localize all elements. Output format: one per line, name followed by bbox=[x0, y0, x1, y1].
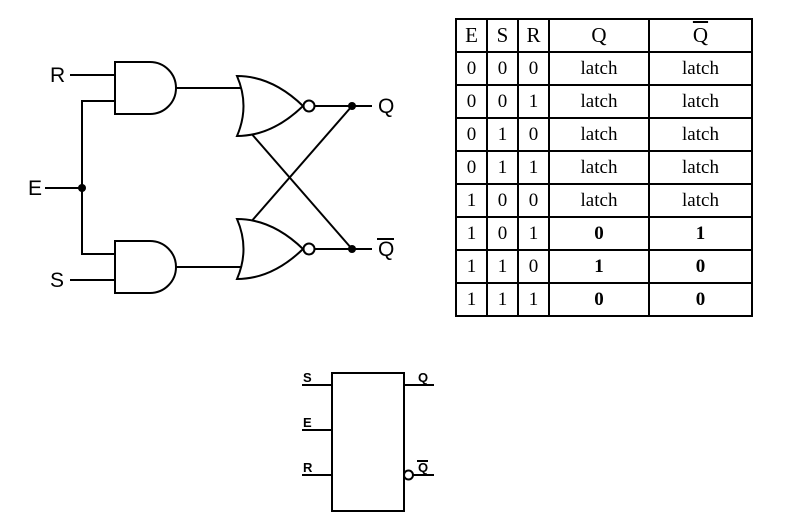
cell-r: 0 bbox=[517, 51, 550, 86]
junction-dots bbox=[78, 102, 356, 253]
cell-qbar: 0 bbox=[648, 249, 753, 284]
block-qbar-bubble bbox=[403, 469, 414, 481]
circuit-diagram: R E S Q Q bbox=[28, 61, 394, 294]
cell-s: 1 bbox=[486, 249, 519, 284]
cell-q: latch bbox=[548, 117, 650, 152]
table-row: 0 0 0 latch latch bbox=[455, 51, 753, 86]
col-header-q: Q bbox=[548, 18, 650, 53]
cell-s: 1 bbox=[486, 282, 519, 317]
wire-feedback-q bbox=[242, 105, 353, 232]
block-label-s: S bbox=[303, 370, 312, 385]
col-header-r: R bbox=[517, 18, 550, 53]
cell-qbar: latch bbox=[648, 51, 753, 86]
cell-s: 1 bbox=[486, 150, 519, 185]
label-e: E bbox=[28, 177, 42, 200]
table-row: 1 0 1 0 1 bbox=[455, 216, 753, 251]
cell-r: 1 bbox=[517, 216, 550, 251]
cell-e: 1 bbox=[455, 249, 488, 284]
cell-e: 0 bbox=[455, 51, 488, 86]
junction-dot-q bbox=[348, 102, 356, 110]
label-r: R bbox=[50, 64, 65, 87]
cell-qbar: latch bbox=[648, 117, 753, 152]
cell-r: 0 bbox=[517, 183, 550, 218]
cell-e: 1 bbox=[455, 282, 488, 317]
block-body bbox=[331, 372, 405, 512]
cell-e: 1 bbox=[455, 216, 488, 251]
cell-e: 1 bbox=[455, 183, 488, 218]
table-row: 0 1 0 latch latch bbox=[455, 117, 753, 152]
nor-gate-top-bubble bbox=[302, 99, 316, 113]
label-q: Q bbox=[378, 95, 394, 118]
junction-dot-e bbox=[78, 184, 86, 192]
block-label-qbar: Q bbox=[418, 460, 428, 475]
cell-r: 1 bbox=[517, 84, 550, 119]
truth-table: E S R Q Q 0 0 0 latch latch 0 0 1 latch … bbox=[455, 18, 753, 317]
label-qbar: Q bbox=[378, 238, 394, 261]
cell-e: 0 bbox=[455, 150, 488, 185]
block-label-r: R bbox=[303, 460, 313, 475]
wire-e-branch-down bbox=[81, 188, 115, 255]
cell-r: 0 bbox=[517, 249, 550, 284]
cell-q: latch bbox=[548, 84, 650, 119]
cell-qbar: latch bbox=[648, 150, 753, 185]
qbar-overline-text: Q bbox=[692, 23, 709, 47]
cell-s: 0 bbox=[486, 216, 519, 251]
cell-r: 1 bbox=[517, 150, 550, 185]
cell-e: 0 bbox=[455, 117, 488, 152]
block-symbol: S E R Q Q bbox=[302, 370, 434, 512]
block-labels: S E R Q Q bbox=[303, 370, 428, 475]
block-wires bbox=[302, 384, 434, 476]
and-gate-bottom bbox=[114, 240, 177, 294]
nor-gate-bottom-bubble bbox=[302, 242, 316, 256]
and-gate-top bbox=[114, 61, 177, 115]
cell-qbar: 0 bbox=[648, 282, 753, 317]
circuit-wires bbox=[45, 74, 372, 281]
cell-q: 0 bbox=[548, 216, 650, 251]
cell-qbar: latch bbox=[648, 84, 753, 119]
cell-q: latch bbox=[548, 150, 650, 185]
circuit-gates bbox=[114, 61, 316, 294]
col-header-qbar: Q bbox=[648, 18, 753, 53]
col-header-s: S bbox=[486, 18, 519, 53]
cell-e: 0 bbox=[455, 84, 488, 119]
cell-q: 0 bbox=[548, 282, 650, 317]
nor-gate-bottom bbox=[235, 217, 305, 281]
table-header-row: E S R Q Q bbox=[455, 18, 753, 53]
table-row: 0 1 1 latch latch bbox=[455, 150, 753, 185]
cell-s: 1 bbox=[486, 117, 519, 152]
block-label-q: Q bbox=[418, 370, 428, 385]
cell-qbar: latch bbox=[648, 183, 753, 218]
cell-q: latch bbox=[548, 183, 650, 218]
cell-q: latch bbox=[548, 51, 650, 86]
wire-e-branch-up bbox=[81, 100, 115, 188]
cell-s: 0 bbox=[486, 51, 519, 86]
label-s: S bbox=[50, 269, 64, 292]
cell-qbar: 1 bbox=[648, 216, 753, 251]
col-header-e: E bbox=[455, 18, 488, 53]
cell-r: 1 bbox=[517, 282, 550, 317]
block-label-e: E bbox=[303, 415, 312, 430]
cell-q: 1 bbox=[548, 249, 650, 284]
cell-s: 0 bbox=[486, 183, 519, 218]
nor-gate-top bbox=[235, 74, 305, 138]
wire-feedback-qbar bbox=[242, 123, 353, 250]
cell-r: 0 bbox=[517, 117, 550, 152]
junction-dot-qbar bbox=[348, 245, 356, 253]
table-row: 1 1 0 1 0 bbox=[455, 249, 753, 284]
cell-s: 0 bbox=[486, 84, 519, 119]
table-row: 1 0 0 latch latch bbox=[455, 183, 753, 218]
table-row: 0 0 1 latch latch bbox=[455, 84, 753, 119]
table-row: 1 1 1 0 0 bbox=[455, 282, 753, 317]
circuit-labels: R E S Q Q bbox=[28, 64, 394, 292]
